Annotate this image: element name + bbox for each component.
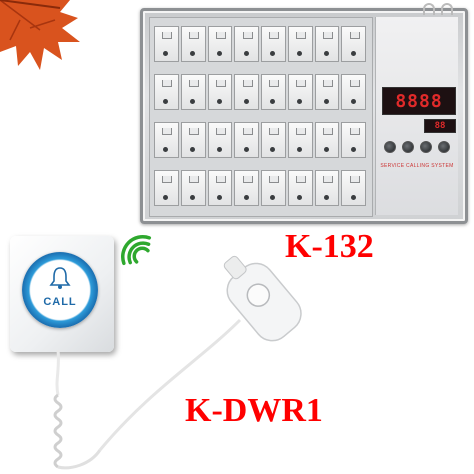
hanging-hook xyxy=(441,3,453,15)
panel-button xyxy=(384,141,396,153)
system-label: SERVICE CALLING SYSTEM xyxy=(380,163,454,169)
pendant-model-label: K-DWR1 xyxy=(185,392,323,429)
led-mini-display: 88 xyxy=(424,119,456,133)
slot-row xyxy=(154,170,366,206)
wifi-signal-icon xyxy=(121,235,152,266)
panel-model-label: K-132 xyxy=(285,228,374,265)
maple-leaf-icon xyxy=(0,0,80,70)
control-section: 8888 88 SERVICE CALLING SYSTEM xyxy=(375,17,458,215)
panel-button xyxy=(420,141,432,153)
call-label: CALL xyxy=(43,296,77,308)
slot-row xyxy=(154,74,366,110)
panel-button xyxy=(402,141,414,153)
call-button-ring: CALL xyxy=(22,252,98,328)
bell-icon xyxy=(49,267,71,289)
led-display: 8888 xyxy=(382,87,456,115)
panel-button xyxy=(438,141,450,153)
calling-display-panel: 8888 88 SERVICE CALLING SYSTEM xyxy=(140,3,468,224)
room-slot-board xyxy=(149,17,373,217)
slot-row xyxy=(154,122,366,158)
hanging-hook xyxy=(423,3,435,15)
wall-call-button: CALL xyxy=(10,236,114,352)
slot-row xyxy=(154,26,366,62)
